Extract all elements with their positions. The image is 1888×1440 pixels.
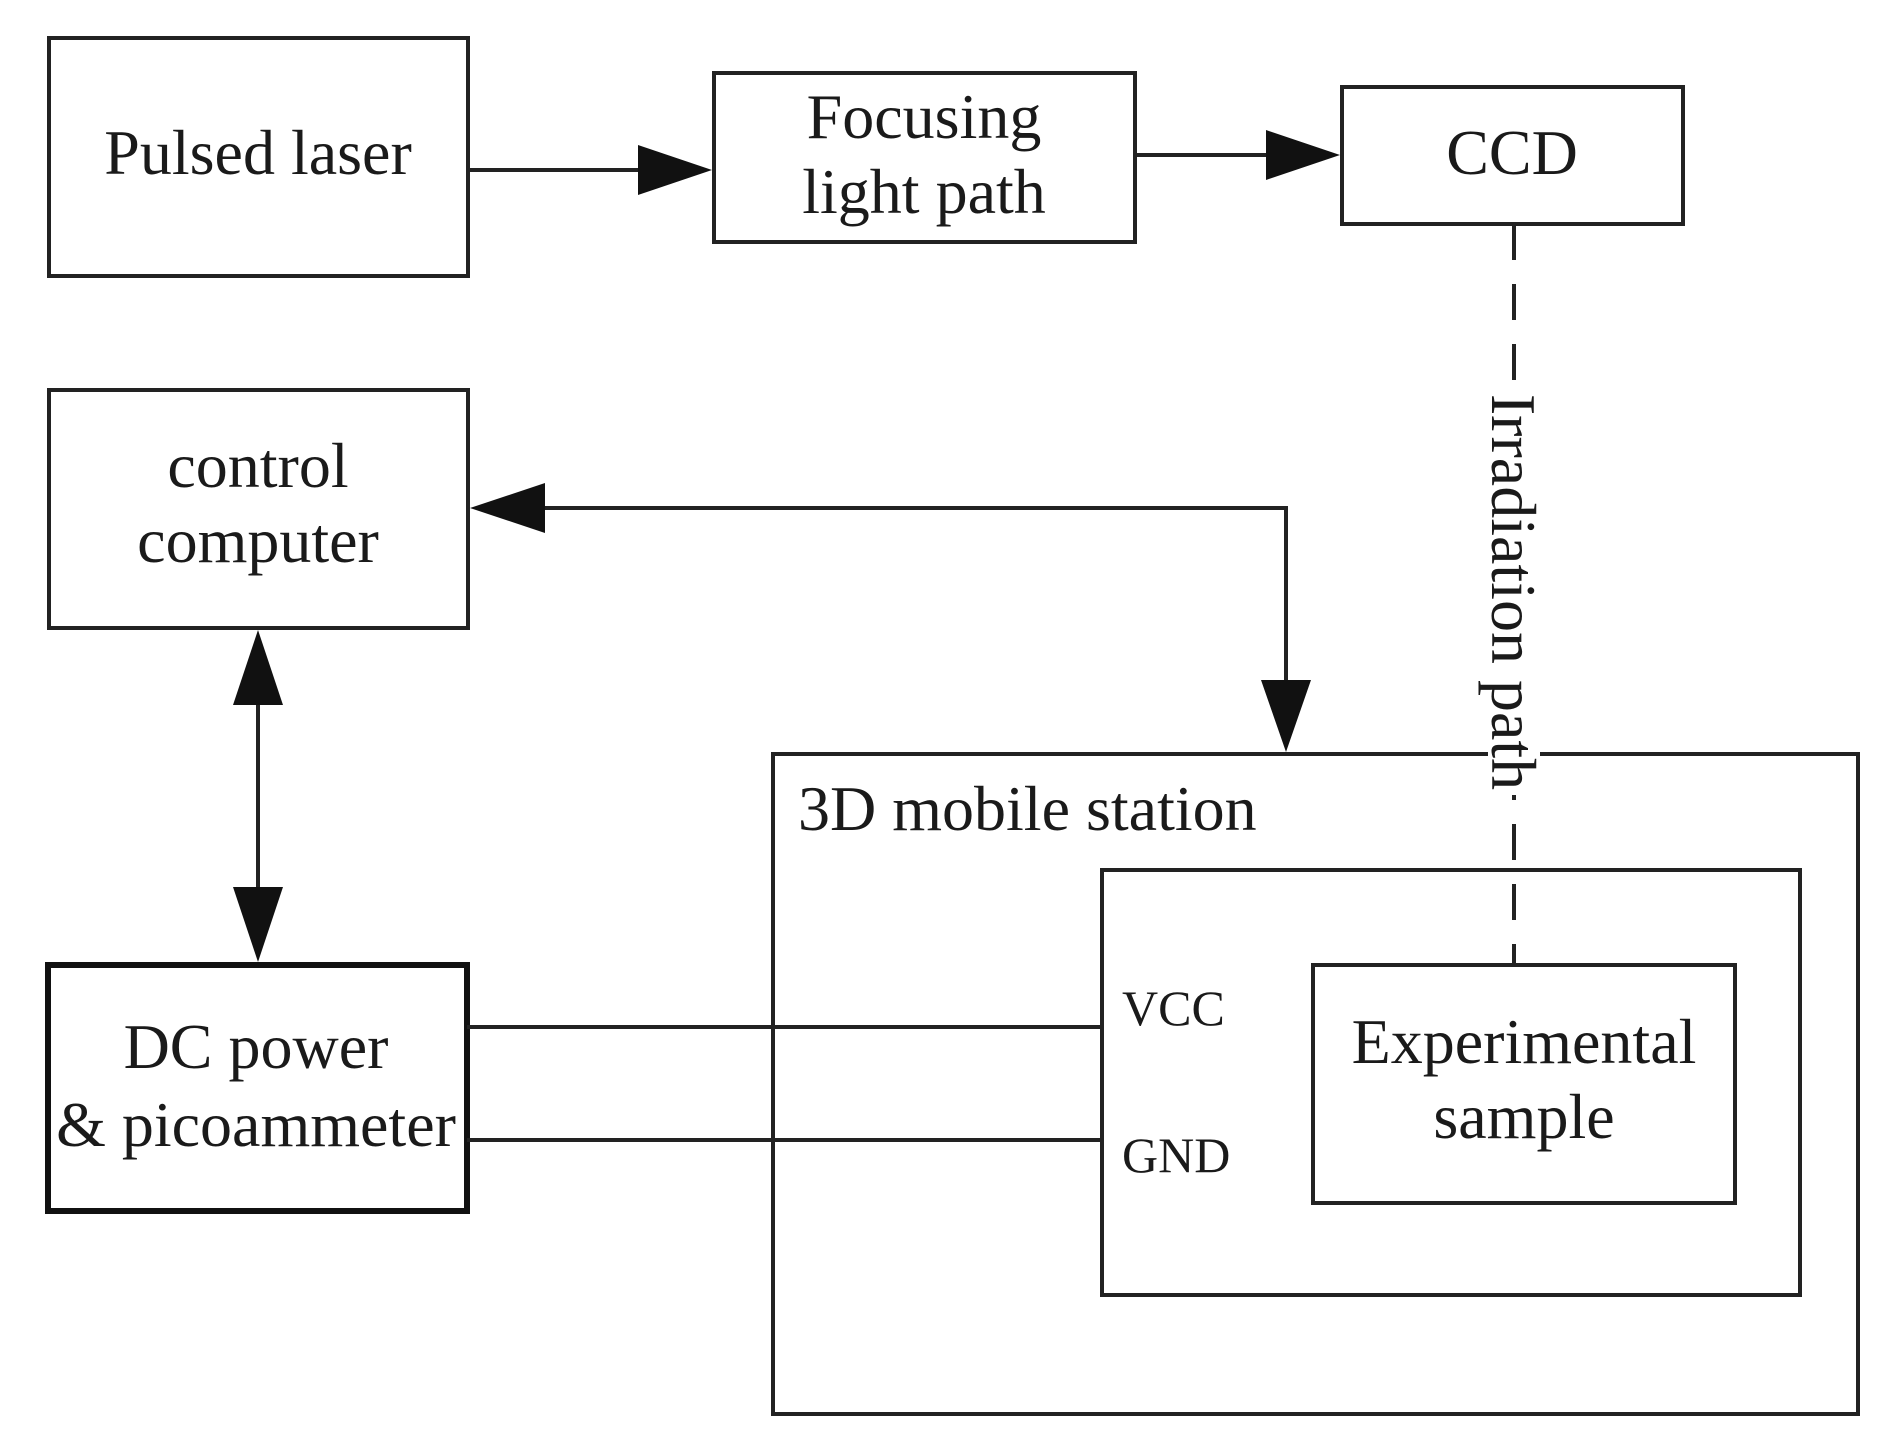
control-label-line1: control xyxy=(167,430,348,501)
pulsed-laser-label: Pulsed laser xyxy=(104,117,412,188)
dc-power-box xyxy=(45,962,470,1214)
arrowhead-to-focusing xyxy=(638,145,712,195)
arrowhead-down-dcpower xyxy=(233,887,283,962)
arrowhead-to-control xyxy=(470,483,545,533)
dc-power-label-line1: DC power xyxy=(124,1011,389,1082)
focusing-label-line1: Focusing xyxy=(807,81,1042,152)
station-box xyxy=(771,752,1860,1416)
gnd-label: GND xyxy=(1122,1127,1230,1183)
pulsed-laser-box xyxy=(47,36,470,278)
focusing-label-line2: light path xyxy=(802,156,1046,227)
dc-power-label-line2: & picoammeter xyxy=(56,1089,456,1160)
focusing-light-path-box xyxy=(712,71,1137,244)
arrowhead-up-control xyxy=(233,630,283,705)
ccd-label: CCD xyxy=(1446,117,1578,188)
sample-label-line2: sample xyxy=(1433,1081,1614,1152)
control-computer-box xyxy=(47,388,470,630)
control-station-link xyxy=(545,506,1288,680)
sample-box xyxy=(1311,963,1737,1205)
irradiation-label-gap xyxy=(1488,385,1540,795)
vcc-label: VCC xyxy=(1122,980,1225,1036)
arrowhead-to-ccd xyxy=(1266,130,1340,180)
station-label: 3D mobile station xyxy=(798,773,1257,844)
irradiation-path-label: Irradiation path xyxy=(1478,394,1549,790)
inner-station-box xyxy=(1100,868,1802,1297)
control-label-line2: computer xyxy=(137,505,379,576)
sample-label-line1: Experimental xyxy=(1352,1006,1697,1077)
arrowhead-to-station xyxy=(1261,680,1311,752)
